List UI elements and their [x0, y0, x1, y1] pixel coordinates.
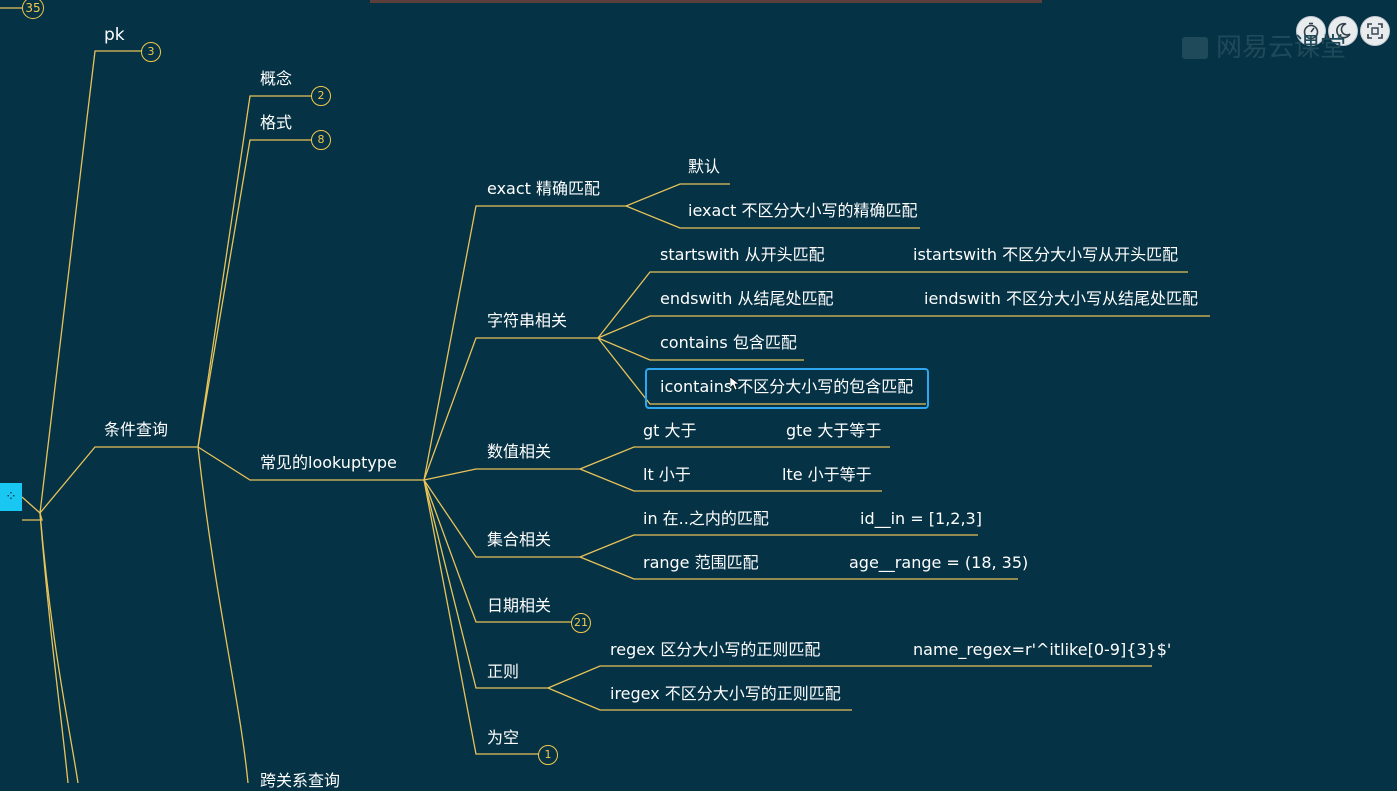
fullscreen-button[interactable]: [1360, 16, 1390, 46]
node-lte[interactable]: lte 小于等于: [782, 465, 872, 484]
moon-icon: [1336, 22, 1351, 39]
node-string[interactable]: 字符串相关: [487, 311, 568, 330]
node-format[interactable]: 格式: [260, 113, 293, 132]
node-iregex[interactable]: iregex 不区分大小写的正则匹配: [610, 684, 841, 703]
node-iendswith[interactable]: iendswith 不区分大小写从结尾处匹配: [924, 289, 1198, 308]
fullscreen-icon: [1367, 23, 1383, 39]
node-numeric[interactable]: 数值相关: [487, 442, 552, 461]
node-gte[interactable]: gte 大于等于: [786, 421, 882, 440]
node-null[interactable]: 为空: [487, 728, 520, 747]
node-istartswith[interactable]: istartswith 不区分大小写从开头匹配: [913, 245, 1179, 264]
timer-button[interactable]: [1296, 16, 1326, 46]
node-concept[interactable]: 概念: [260, 69, 293, 88]
node-gt[interactable]: gt 大于: [643, 421, 697, 440]
node-in-example[interactable]: id__in = [1,2,3]: [860, 509, 982, 528]
watermark-logo: 网易云课堂: [1182, 33, 1346, 63]
node-date[interactable]: 日期相关: [487, 596, 552, 615]
stopwatch-icon: [1303, 22, 1319, 40]
collapsed-count-badge[interactable]: 21: [571, 613, 591, 633]
node-in[interactable]: in 在..之内的匹配: [643, 509, 769, 528]
node-cross-relation-query[interactable]: 跨关系查询: [260, 771, 341, 790]
node-set[interactable]: 集合相关: [487, 530, 552, 549]
collapsed-count-badge[interactable]: 3: [141, 42, 161, 62]
node-condition-query[interactable]: 条件查询: [104, 420, 169, 439]
collapsed-count-badge[interactable]: 35: [22, 0, 44, 19]
collapsed-count-badge[interactable]: 8: [311, 130, 331, 150]
collapsed-count-badge[interactable]: 2: [311, 86, 331, 106]
node-range-example[interactable]: age__range = (18, 35): [849, 553, 1029, 572]
node-regex-example[interactable]: name_regex=r'^itlike[0-9]{3}$': [913, 640, 1172, 659]
theme-toggle-button[interactable]: [1328, 16, 1358, 46]
node-contains[interactable]: contains 包含匹配: [660, 333, 797, 352]
node-endswith[interactable]: endswith 从结尾处匹配: [660, 289, 834, 308]
node-range[interactable]: range 范围匹配: [643, 553, 759, 572]
node-iexact[interactable]: iexact 不区分大小写的精确匹配: [688, 201, 918, 220]
node-regex[interactable]: regex 区分大小写的正则匹配: [610, 640, 821, 659]
node-lt[interactable]: lt 小于: [643, 465, 691, 484]
node-icontains[interactable]: icontains 不区分大小写的包含匹配: [660, 377, 914, 396]
node-lookuptype[interactable]: 常见的lookuptype: [260, 453, 397, 472]
top-progress-bar: [370, 0, 1042, 3]
node-exact[interactable]: exact 精确匹配: [487, 179, 600, 198]
node-regex-group[interactable]: 正则: [487, 662, 520, 681]
collapsed-count-badge[interactable]: 1: [538, 745, 558, 765]
node-exact-default[interactable]: 默认: [688, 157, 721, 176]
mouse-cursor-icon: [730, 377, 740, 391]
watermark-text: 网易云课堂: [1216, 33, 1347, 63]
root-node[interactable]: ⁘: [0, 483, 22, 511]
selected-node-highlight: [645, 368, 929, 409]
node-startswith[interactable]: startswith 从开头匹配: [660, 245, 825, 264]
node-pk[interactable]: pk: [104, 25, 125, 45]
brand-mark-icon: [1182, 37, 1208, 59]
